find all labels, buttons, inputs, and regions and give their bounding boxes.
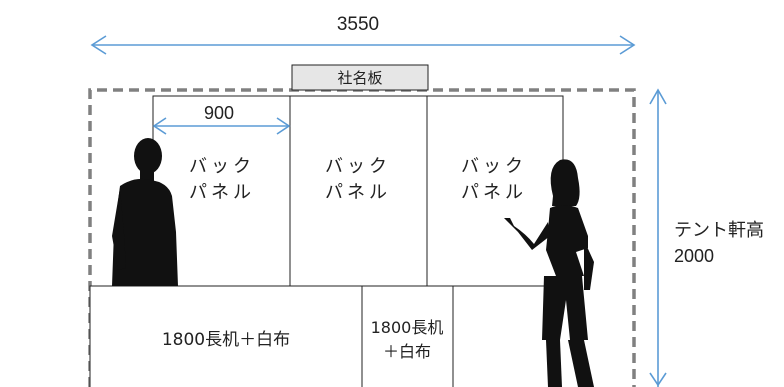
table-small-label-line2: ＋白布 [383,342,431,361]
total-width-arrowhead-left [90,35,107,55]
panel-width-arrowhead-right [276,117,291,135]
nameplate-label: 社名板 [337,69,382,87]
panel-width-label: 900 [204,103,234,123]
panel-2-label-line1: バック [325,156,391,177]
tent-height-arrowhead-bottom [649,372,667,387]
panel-1-label-line1: バック [189,156,255,177]
panel-width-dimension [152,117,291,135]
table-large-label: 1800長机＋白布 [162,330,290,350]
man-silhouette-icon [112,138,178,286]
total-width-dimension [90,35,636,55]
panel-width-arrowhead-left [152,117,167,135]
tent-height-label-line2: 2000 [674,246,714,266]
panel-3-label-line2: パネル [461,182,527,203]
table-small [361,285,454,387]
table-small-label-line1: 1800長机 [371,318,444,337]
woman-silhouette-icon [504,159,594,387]
nameplate [291,64,429,91]
tent-height-arrowhead-top [649,88,667,105]
total-width-arrowhead-right [619,35,636,55]
table-large [89,285,363,387]
panel-2-label-line2: パネル [325,182,391,203]
tent-height-dimension [649,88,667,387]
tent-height-label-line1: テント軒高 [674,220,764,241]
panel-3-label-line1: バック [461,156,527,177]
panel-1-label-line2: パネル [189,182,255,203]
total-width-label: 3550 [337,14,379,35]
